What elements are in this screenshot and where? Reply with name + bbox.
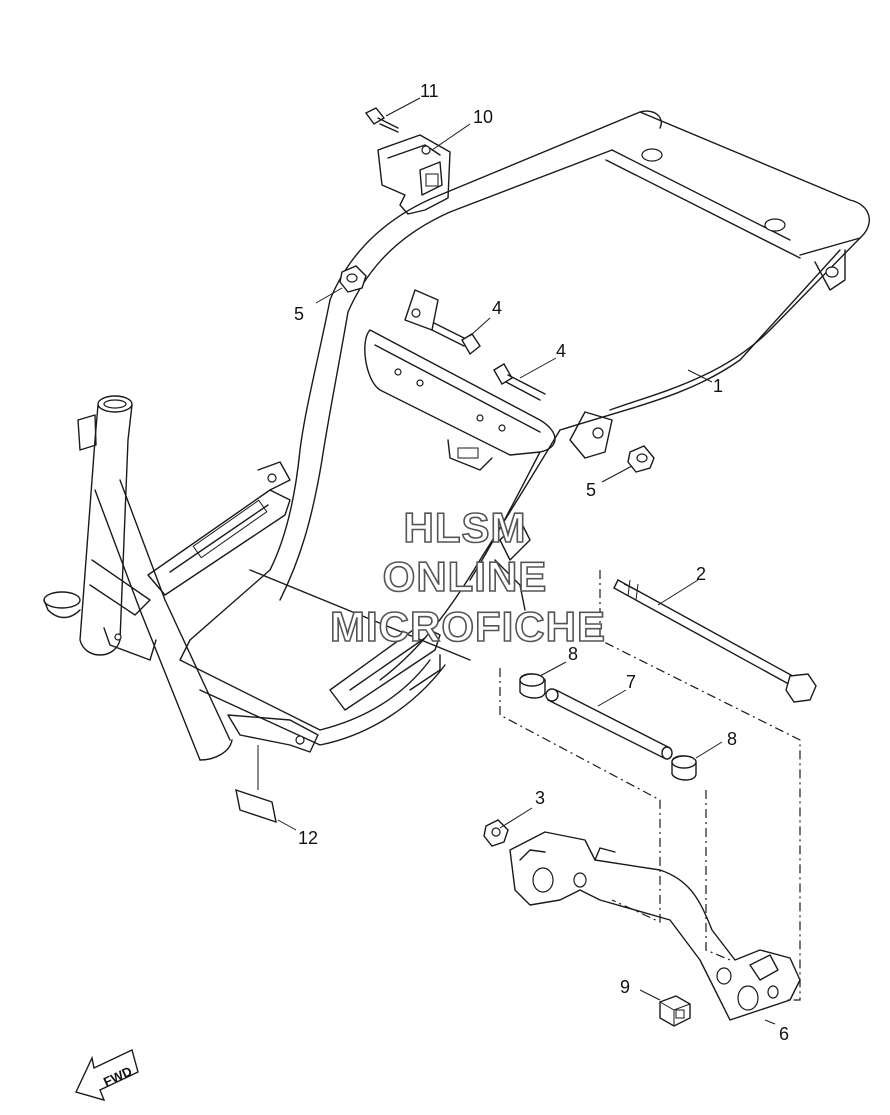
watermark-line-3: MICROFICHE (330, 603, 606, 650)
bracket-part-10 (377, 134, 451, 215)
assembly-lines (499, 570, 801, 1001)
callout-8-left: 8 (568, 644, 578, 664)
watermark-line-1: HLSM (404, 504, 527, 551)
callout-12: 12 (298, 828, 318, 848)
callout-2: 2 (696, 564, 706, 584)
collar-part-7 (545, 688, 673, 760)
callout-5-lower: 5 (586, 480, 596, 500)
callout-10: 10 (473, 107, 493, 127)
fwd-arrow-icon: FWD (75, 1049, 139, 1102)
label-plate-part-12 (235, 745, 277, 824)
callout-4-lower: 4 (556, 341, 566, 361)
watermark-line-2: ONLINE (383, 553, 548, 600)
callout-9: 9 (620, 977, 630, 997)
callout-3: 3 (535, 788, 545, 808)
main-frame (43, 110, 870, 761)
collar-part-8-left (519, 673, 546, 699)
callout-1: 1 (713, 376, 723, 396)
collar-part-8-right (671, 755, 697, 781)
leader-lines (277, 97, 776, 1025)
callout-6: 6 (779, 1024, 789, 1044)
bolt-part-4-lower (493, 363, 546, 401)
callout-8-right: 8 (727, 729, 737, 749)
nut-part-5-upper (339, 265, 367, 293)
callout-numbers: 1 2 3 4 4 5 5 6 7 8 8 9 10 11 12 (294, 81, 789, 1044)
bolt-part-2 (613, 579, 817, 703)
callout-4-upper: 4 (492, 298, 502, 318)
callout-11: 11 (420, 81, 439, 101)
nut-part-3 (483, 819, 509, 847)
bolt-part-4-upper (431, 322, 481, 356)
bolt-part-11 (364, 107, 399, 133)
watermark: HLSM ONLINE MICROFICHE (329, 503, 606, 651)
engine-mount-part-6 (509, 831, 801, 1021)
callout-5-upper: 5 (294, 304, 304, 324)
nut-part-5-lower (627, 445, 655, 473)
callout-7: 7 (626, 672, 636, 692)
stopper-part-9 (659, 995, 691, 1027)
